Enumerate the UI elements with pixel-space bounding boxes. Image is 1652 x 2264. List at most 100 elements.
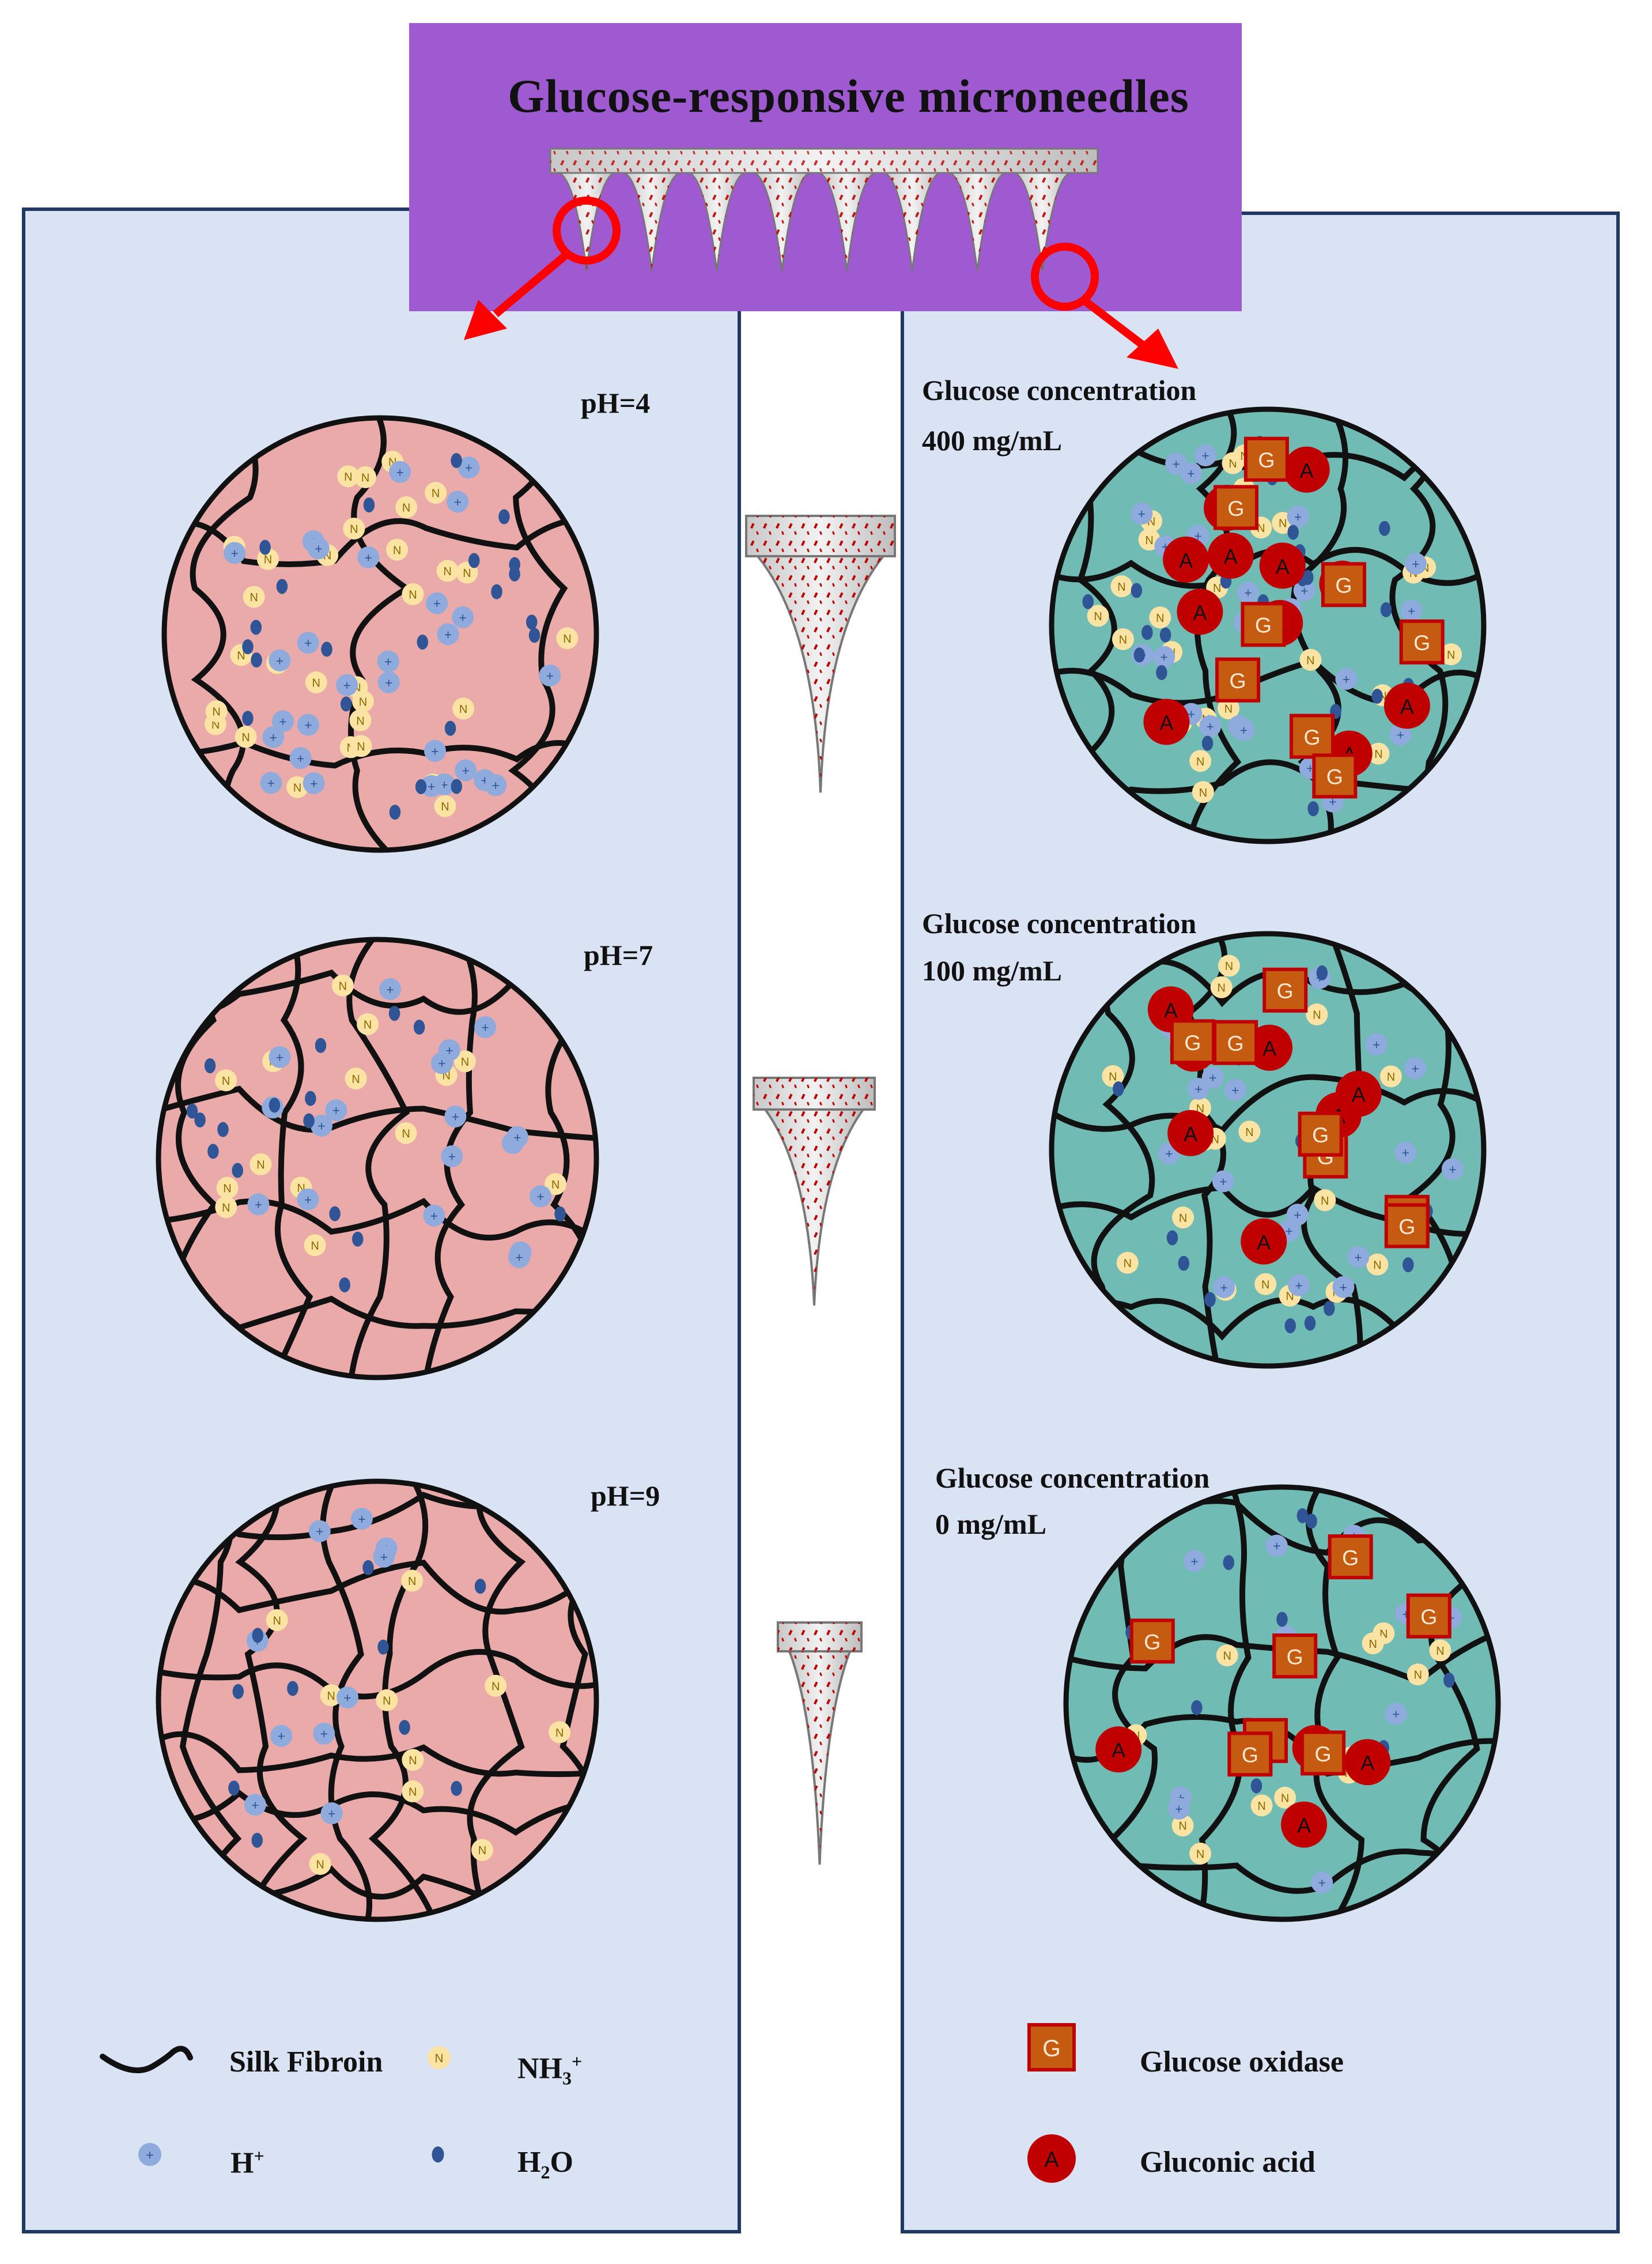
h-plus-ion: +	[336, 674, 358, 696]
svg-text:+: +	[1449, 1162, 1456, 1177]
svg-text:N: N	[1117, 581, 1125, 594]
h-plus-ion: +	[308, 1520, 331, 1542]
svg-text:+: +	[251, 1798, 259, 1813]
glucose-oxidase: G	[1406, 1593, 1451, 1639]
water-molecule	[1323, 1301, 1335, 1316]
gluconic-acid: A	[1207, 533, 1254, 579]
nh3-ion: N	[215, 1069, 237, 1092]
nh3-ion: N	[1314, 1189, 1336, 1212]
svg-text:N: N	[339, 980, 347, 993]
nh3-ion: N	[1254, 1273, 1277, 1295]
nh3-ion: N	[249, 1153, 272, 1176]
svg-text:N: N	[1199, 787, 1207, 799]
svg-text:A: A	[1360, 1751, 1374, 1775]
water-molecule	[1201, 735, 1214, 751]
h-plus-ion: +	[1286, 1203, 1309, 1226]
svg-text:A: A	[1193, 601, 1207, 624]
nh3-ion: N	[1189, 1842, 1212, 1865]
nh3-ion: N	[425, 482, 447, 504]
water-molecule	[451, 1780, 462, 1796]
glucose-oxidase: G	[1215, 657, 1261, 703]
nh3-ion: N	[235, 726, 257, 748]
glucose-oxidase: G	[1384, 1203, 1430, 1248]
svg-text:N: N	[434, 2052, 443, 2065]
nh3-ion: N	[545, 1173, 567, 1195]
h-plus-ion: +	[447, 490, 469, 513]
water-molecule	[194, 1112, 206, 1128]
label-glucose-0-line2: 0 mg/mL	[935, 1508, 1047, 1540]
svg-text:N: N	[1156, 612, 1164, 625]
h-plus-ion: +	[1184, 1550, 1206, 1572]
svg-text:N: N	[1369, 1638, 1377, 1651]
water-molecule	[329, 1206, 341, 1221]
legend-glucose-oxidase: Glucose oxidase	[1140, 2046, 1344, 2078]
svg-text:G: G	[1042, 2035, 1061, 2062]
water-molecule	[1380, 602, 1392, 617]
svg-text:N: N	[311, 1240, 319, 1252]
nh3-ion: N	[395, 1122, 417, 1144]
svg-text:+: +	[315, 541, 322, 556]
svg-text:A: A	[1262, 1037, 1276, 1061]
nh3-ion: N	[1367, 742, 1390, 765]
h-plus-ion: +	[1199, 715, 1222, 737]
svg-text:+: +	[276, 653, 283, 668]
glucose-oxidase: G	[1227, 1731, 1273, 1777]
glucose-oxidase: G	[1321, 562, 1366, 607]
gluconic-acid: A	[1281, 1801, 1328, 1848]
svg-text:N: N	[478, 1844, 486, 1857]
svg-text:N: N	[409, 1786, 417, 1799]
water-molecule	[1316, 965, 1328, 980]
water-molecule	[451, 453, 462, 469]
nh3-ion: N	[1192, 781, 1214, 803]
nh3-ion: N	[395, 496, 418, 518]
h-plus-ion: +	[244, 1794, 266, 1816]
svg-text:+: +	[1138, 507, 1146, 522]
water-molecule	[432, 2146, 444, 2163]
water-molecule	[509, 566, 520, 582]
svg-text:N: N	[1196, 756, 1204, 768]
water-molecule	[1113, 1081, 1124, 1097]
svg-text:G: G	[1315, 1742, 1332, 1766]
h-plus-ion: +	[1335, 667, 1358, 690]
glucose-oxidase: G	[1241, 602, 1286, 647]
h-plus-ion: +	[1293, 579, 1315, 602]
svg-text:+: +	[385, 675, 392, 690]
h-plus-ion: +	[506, 1126, 528, 1148]
svg-text:N: N	[1217, 982, 1225, 994]
svg-text:G: G	[1255, 613, 1272, 637]
glucose-oxidase: G	[1399, 619, 1445, 665]
nh3-ion: N	[1171, 1814, 1194, 1837]
nh3-ion: N	[401, 1569, 424, 1592]
water-molecule	[388, 1006, 400, 1021]
svg-text:+: +	[1412, 557, 1419, 572]
water-molecule	[526, 614, 538, 630]
svg-text:N: N	[1196, 1848, 1204, 1861]
svg-text:A: A	[1300, 459, 1314, 482]
svg-text:G: G	[1342, 1545, 1359, 1569]
svg-text:+: +	[1408, 603, 1415, 618]
gluconic-acid: A	[1177, 588, 1223, 635]
nh3-ion: N	[556, 627, 579, 650]
glucose-oxidase: G	[1213, 1020, 1258, 1065]
svg-text:N: N	[383, 1695, 391, 1707]
gluconic-acid: A	[1241, 1218, 1287, 1265]
water-molecule	[242, 711, 254, 726]
nh3-ion: N	[1217, 697, 1239, 720]
svg-text:N: N	[1313, 1009, 1321, 1022]
nh3-ion: N	[402, 1749, 424, 1771]
svg-text:+: +	[255, 1197, 262, 1212]
svg-text:A: A	[1257, 1231, 1271, 1254]
water-molecule	[232, 1163, 243, 1178]
nh3-ion: N	[1238, 1120, 1261, 1143]
nh3-ion: N	[243, 586, 265, 608]
svg-text:G: G	[1258, 448, 1275, 472]
svg-text:+: +	[1340, 1280, 1347, 1295]
nh3-ion: N	[1172, 1206, 1194, 1229]
nh3-ion: N	[485, 1674, 507, 1697]
water-molecule	[491, 584, 502, 599]
svg-text:N: N	[1179, 1212, 1187, 1225]
water-molecule	[287, 1681, 298, 1696]
svg-text:G: G	[1230, 669, 1246, 693]
